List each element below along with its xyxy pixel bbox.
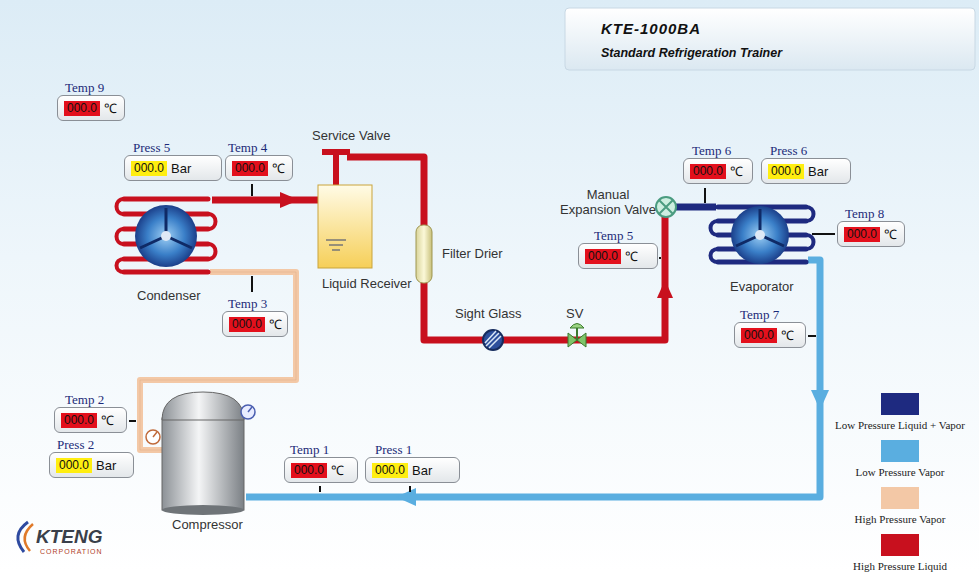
- digital-value: 000.0: [585, 249, 621, 264]
- unit-text: Bar: [96, 458, 116, 473]
- sensor-readout: Temp 8 000.0 ℃: [837, 206, 913, 247]
- sensor-label: Temp 9: [65, 80, 133, 95]
- sensor-label: Press 6: [770, 143, 858, 158]
- sensor-label: Temp 7: [740, 307, 816, 322]
- unit-text: ℃: [331, 461, 344, 479]
- readout-panel: 000.0 ℃: [54, 407, 127, 433]
- title-text: KTE-1000BA: [601, 20, 701, 37]
- unit-text: ℃: [781, 326, 794, 344]
- readout-panel: 000.0 ℃: [734, 322, 806, 348]
- readout-panel: 000.0 Bar: [365, 457, 460, 483]
- unit-text: ℃: [625, 247, 638, 265]
- digital-value: 000.0: [229, 317, 265, 332]
- readout-panel: 000.0 Bar: [49, 452, 134, 478]
- digital-value: 000.0: [56, 458, 92, 473]
- unit-text: ℃: [730, 162, 743, 180]
- unit-text: ℃: [884, 225, 897, 243]
- subtitle-text: Standard Refrigeration Trainer: [601, 46, 782, 61]
- sensor-label: Press 2: [57, 437, 142, 452]
- sensor-readout: Press 6 000.0 Bar: [761, 143, 858, 184]
- part-label: Condenser: [137, 288, 201, 303]
- unit-text: Bar: [412, 463, 432, 478]
- sensor-label: Temp 5: [594, 228, 658, 243]
- unit-text: ℃: [101, 411, 114, 429]
- sensor-readout: Temp 2 000.0 ℃: [54, 392, 132, 433]
- sensor-label: Temp 4: [228, 140, 306, 155]
- part-label: SV: [566, 306, 583, 321]
- readout-panel: 000.0 ℃: [284, 457, 358, 483]
- part-label: Evaporator: [730, 279, 794, 294]
- readout-panel: 000.0 ℃: [683, 158, 753, 184]
- unit-text: Bar: [171, 161, 191, 176]
- digital-value: 000.0: [768, 164, 804, 179]
- sensor-label: Press 1: [375, 442, 466, 457]
- digital-value: 000.0: [64, 101, 100, 116]
- readout-panel: 000.0 ℃: [222, 311, 288, 337]
- readout-panel: 000.0 ℃: [837, 221, 905, 247]
- part-label: Compressor: [172, 517, 243, 532]
- sensor-readout: Temp 1 000.0 ℃: [284, 442, 368, 483]
- legend-text: Low Pressure Vapor: [855, 466, 944, 479]
- sensor-label: Temp 8: [845, 206, 913, 221]
- digital-value: 000.0: [741, 328, 777, 343]
- digital-value: 000.0: [291, 463, 327, 478]
- part-label: Liquid Receiver: [322, 276, 412, 291]
- digital-value: 000.0: [372, 463, 408, 478]
- legend-swatch: [881, 487, 919, 509]
- sensor-readout: Press 2 000.0 Bar: [49, 437, 142, 478]
- unit-text: Bar: [808, 164, 828, 179]
- legend-text: High Pressure Liquid: [853, 560, 947, 572]
- sensor-label: Press 5: [133, 140, 229, 155]
- legend-swatch: [881, 393, 919, 415]
- sensor-readout: Temp 9 000.0 ℃: [57, 80, 133, 121]
- sensor-readout: Temp 3 000.0 ℃: [222, 296, 298, 337]
- sensor-label: Temp 2: [65, 392, 132, 407]
- sensor-readout: Press 5 000.0 Bar: [124, 140, 229, 181]
- readout-panel: 000.0 Bar: [124, 155, 222, 181]
- logo-text: KTENG: [36, 527, 103, 547]
- unit-text: ℃: [104, 99, 117, 117]
- readout-panel: 000.0 Bar: [761, 158, 851, 184]
- sensor-label: Temp 3: [228, 296, 298, 311]
- digital-value: 000.0: [232, 161, 268, 176]
- readout-panel: 000.0 ℃: [57, 95, 125, 121]
- digital-value: 000.0: [690, 164, 726, 179]
- legend-swatch: [881, 534, 919, 556]
- sensor-readout: Temp 6 000.0 ℃: [683, 143, 760, 184]
- digital-value: 000.0: [844, 227, 880, 242]
- part-label: Sight Glass: [455, 306, 521, 321]
- unit-text: ℃: [269, 315, 282, 333]
- digital-value: 000.0: [131, 161, 167, 176]
- digital-value: 000.0: [61, 413, 97, 428]
- logo-subtext: CORPORATION: [40, 548, 103, 556]
- sensor-readout: Temp 7 000.0 ℃: [734, 307, 816, 348]
- legend-swatch: [881, 440, 919, 462]
- readout-panel: 000.0 ℃: [578, 243, 658, 269]
- sensor-label: Temp 1: [290, 442, 368, 457]
- part-label: Service Valve: [312, 128, 391, 143]
- sensor-label: Temp 6: [692, 143, 760, 158]
- sensor-readout: Press 1 000.0 Bar: [365, 442, 466, 483]
- legend-text: Low Pressure Liquid + Vapor: [835, 419, 965, 432]
- readout-panel: 000.0 ℃: [225, 155, 293, 181]
- part-label: Filter Drier: [442, 246, 503, 261]
- sensor-readout: Temp 4 000.0 ℃: [225, 140, 306, 181]
- sensor-readout: Temp 5 000.0 ℃: [578, 228, 658, 269]
- unit-text: ℃: [272, 159, 285, 177]
- part-label: Manual Expansion Valve: [556, 187, 660, 217]
- legend-text: High Pressure Vapor: [855, 513, 946, 526]
